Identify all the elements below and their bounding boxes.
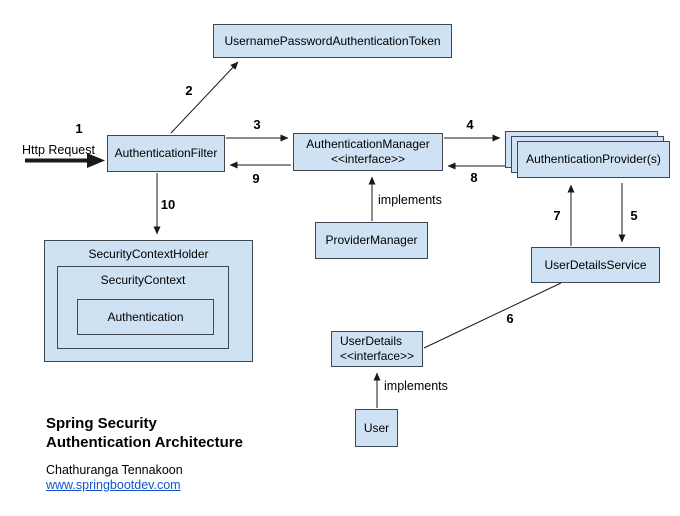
node-authentication-manager: AuthenticationManager <<interface>>	[293, 133, 443, 171]
website-link[interactable]: www.springbootdev.com	[46, 478, 181, 492]
node-label: UserDetailsService	[544, 257, 647, 272]
node-label: AuthenticationFilter	[114, 146, 218, 160]
node-security-context: SecurityContext Authentication	[57, 266, 229, 349]
step-number-1: 1	[75, 121, 83, 136]
node-username-password-authentication-token: UsernamePasswordAuthenticationToken	[213, 24, 452, 58]
node-label: ProviderManager	[325, 233, 418, 247]
step-number-10: 10	[160, 197, 176, 212]
node-user: User	[355, 409, 398, 447]
http-request-arrow	[25, 153, 105, 168]
diagram-title: Spring Security Authentication Architect…	[46, 414, 243, 452]
step-number-5: 5	[630, 208, 638, 223]
arrow-step-2	[170, 61, 239, 134]
author-name: Chathuranga Tennakoon	[46, 463, 183, 477]
node-label: Authentication	[107, 309, 184, 324]
node-security-context-holder: SecurityContextHolder SecurityContext Au…	[44, 240, 253, 362]
implements-label-user: implements	[384, 379, 448, 393]
step-number-9: 9	[252, 171, 260, 186]
node-label: AuthenticationManager	[306, 137, 430, 151]
implements-label-provider-manager: implements	[378, 193, 442, 207]
node-authentication-providers: AuthenticationProvider(s)	[517, 141, 670, 178]
node-authentication-filter: AuthenticationFilter	[107, 135, 225, 172]
http-request-label: Http Request	[22, 143, 95, 157]
node-label: User	[363, 420, 390, 435]
step-number-6: 6	[506, 311, 514, 326]
node-label: SecurityContextHolder	[88, 247, 209, 261]
node-user-details-service: UserDetailsService	[531, 247, 660, 283]
diagram-title-line1: Spring Security	[46, 415, 157, 432]
node-authentication-providers-stack: AuthenticationProvider(s)	[505, 131, 670, 178]
node-stereotype: <<interface>>	[340, 349, 415, 363]
node-label: UserDetails	[340, 334, 403, 348]
step-number-3: 3	[253, 117, 261, 132]
node-provider-manager: ProviderManager	[315, 222, 428, 259]
diagram-title-line2: Authentication Architecture	[46, 434, 243, 451]
node-label: AuthenticationProvider(s)	[526, 152, 661, 166]
node-stereotype: <<interface>>	[330, 152, 406, 166]
node-label: SecurityContext	[100, 273, 186, 287]
website-link-wrap: www.springbootdev.com	[46, 478, 181, 493]
step-number-4: 4	[466, 117, 474, 132]
line-step-6	[423, 282, 562, 349]
node-user-details: UserDetails <<interface>>	[331, 331, 423, 367]
node-authentication: Authentication	[77, 299, 214, 335]
step-number-8: 8	[470, 170, 478, 185]
node-label: UsernamePasswordAuthenticationToken	[224, 33, 441, 48]
step-number-2: 2	[185, 83, 193, 98]
step-number-7: 7	[553, 208, 561, 223]
